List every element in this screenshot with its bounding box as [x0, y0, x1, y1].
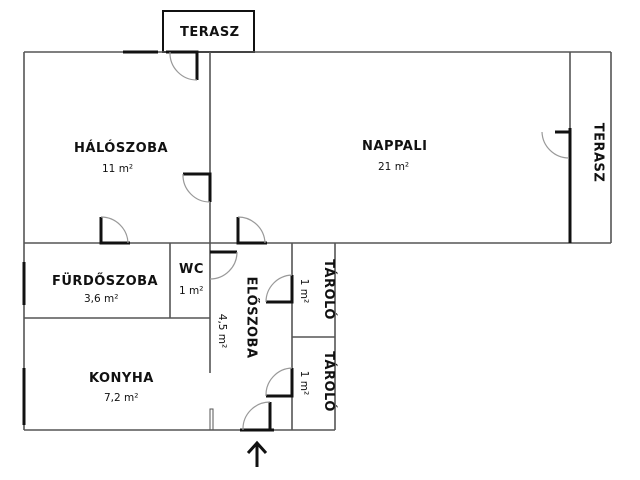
room-area-nappali: 21 m²: [378, 161, 410, 173]
room-label-konyha: KONYHA: [89, 371, 154, 386]
room-area-konyha: 7,2 m²: [104, 392, 139, 404]
room-label-terasz-top: TERASZ: [180, 25, 240, 40]
room-label-tarolo-1: TÁROLÓ: [320, 259, 336, 320]
room-area-wc: 1 m²: [179, 285, 204, 297]
room-area-tarolo-1: 1 m²: [298, 278, 311, 304]
room-label-wc: WC: [179, 262, 204, 277]
room-label-nappali: NAPPALI: [362, 139, 428, 154]
room-label-tarolo-2: TÁROLÓ: [320, 351, 336, 412]
room-label-eloszoba: ELŐSZOBA: [243, 276, 259, 359]
room-area-furdoszoba: 3,6 m²: [84, 293, 119, 305]
room-area-haloszoba: 11 m²: [102, 163, 134, 175]
room-area-eloszoba: 4,5 m²: [216, 313, 229, 349]
room-label-furdoszoba: FÜRDŐSZOBA: [52, 274, 159, 289]
room-area-tarolo-2: 1 m²: [298, 370, 311, 396]
room-label-haloszoba: HÁLÓSZOBA: [74, 141, 169, 156]
arrow-up-icon: [246, 440, 268, 467]
room-label-terasz-right: TERASZ: [590, 122, 606, 183]
